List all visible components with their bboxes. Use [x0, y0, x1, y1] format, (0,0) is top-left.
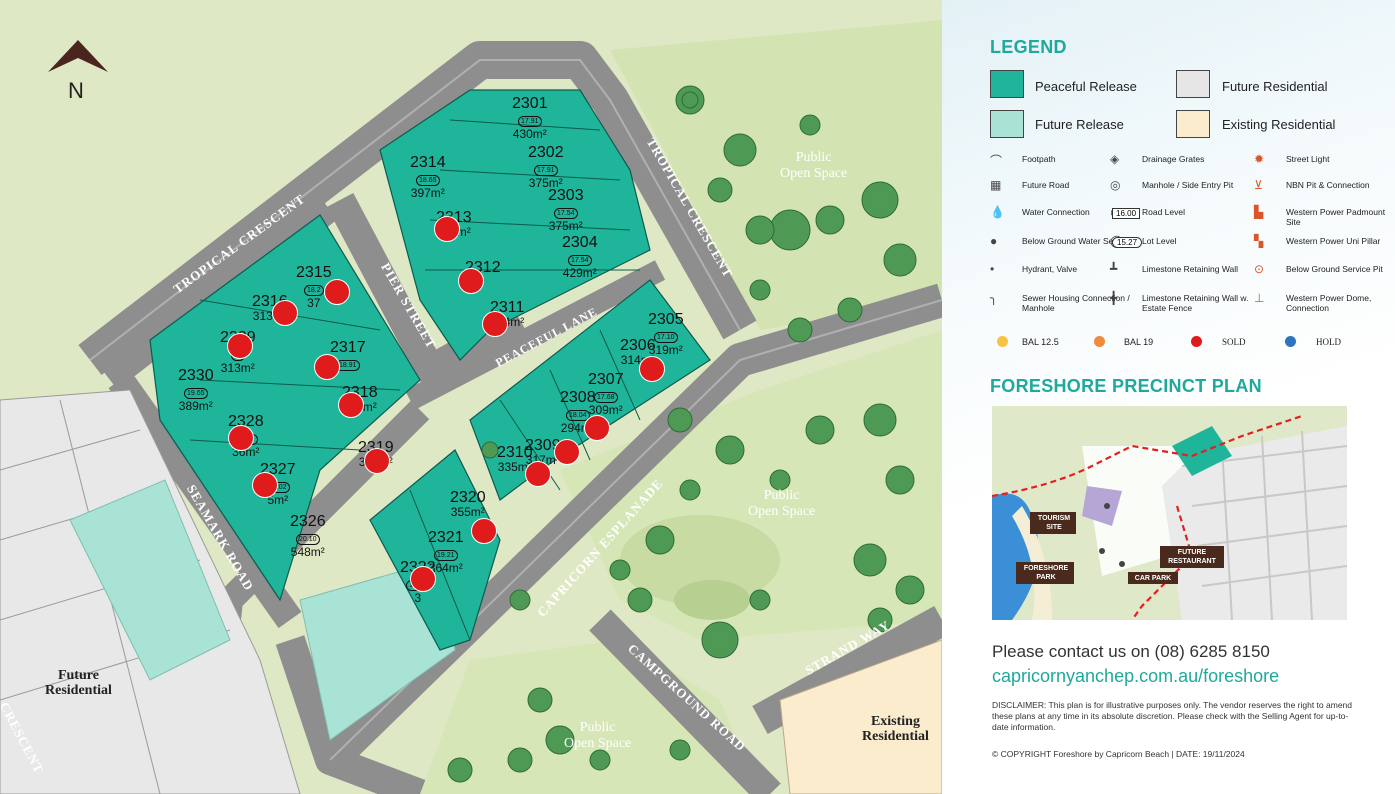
- copyright: © COPYRIGHT Foreshore by Capricorn Beach…: [992, 749, 1245, 759]
- symbol-label: Manhole / Side Entry Pit: [1142, 180, 1234, 190]
- water-connection-icon: 💧: [990, 205, 1005, 219]
- future-road-icon: ▦: [990, 178, 1002, 192]
- symbol-label: Street Light: [1286, 154, 1330, 164]
- symbol-label: Lot Level: [1142, 236, 1177, 246]
- symbol-label: NBN Pit & Connection: [1286, 180, 1370, 190]
- plan-label-car-park: CAR PARK: [1134, 575, 1172, 582]
- swatch-future-residential: [1176, 70, 1210, 98]
- symbol-label: Below Ground Water Service: [1022, 236, 1132, 246]
- hydrant-valve-icon: •: [990, 262, 995, 276]
- western-power-uni-pillar-icon: ▚: [1254, 234, 1264, 248]
- hold-label: HOLD: [1316, 337, 1341, 347]
- sewer-housing-connection-manhole-icon: ╮: [990, 291, 998, 305]
- legend-panel: LEGEND Peaceful Release Future Residenti…: [942, 0, 1395, 794]
- plan-title: FORESHORE PRECINCT PLAN: [990, 376, 1262, 396]
- symbol-label: Future Road: [1022, 180, 1070, 190]
- swatch-existing-residential: [1176, 110, 1210, 138]
- estate-map: [0, 0, 942, 794]
- drainage-grates-icon: ◈: [1110, 152, 1120, 166]
- bal-12-5-label: BAL 12.5: [1022, 337, 1059, 347]
- below-ground-water-service-icon: ●: [990, 234, 998, 248]
- contact-phone: Please contact us on (08) 6285 8150: [992, 642, 1270, 661]
- symbol-label: Hydrant, Valve: [1022, 264, 1078, 274]
- plan-label-future-restaurant: FUTURE RESTAURANT: [1168, 549, 1216, 565]
- manhole-side-entry-pit-icon: ◎: [1110, 178, 1121, 192]
- bal-19-dot: [1094, 336, 1105, 347]
- legend-title: LEGEND: [990, 37, 1067, 57]
- plan-label-foreshore-park: FORESHORE PARK: [1023, 565, 1069, 581]
- symbol-label: Water Connection: [1022, 207, 1090, 217]
- sold-label: SOLD: [1222, 337, 1246, 347]
- symbol-label: Western Power Uni Pillar: [1286, 236, 1381, 246]
- symbol-label: Sewer Housing Connection / Manhole: [1022, 293, 1130, 313]
- below-ground-service-pit-icon: ⊙: [1254, 262, 1265, 276]
- lot-level-sample: 15.27: [1112, 237, 1143, 248]
- road-level-sample: 16.00: [1112, 208, 1141, 219]
- contact-url[interactable]: capricornyanchep.com.au/foreshore: [992, 666, 1280, 686]
- sold-dot: [1191, 336, 1202, 347]
- plan-label-tourism-site: TOURISM SITE: [1037, 515, 1071, 531]
- street-light-icon: ✹: [1254, 152, 1265, 166]
- swatch-label-peaceful-release: Peaceful Release: [1035, 79, 1137, 94]
- bal-12-5-dot: [997, 336, 1008, 347]
- swatch-label-future-release: Future Release: [1035, 117, 1124, 132]
- swatch-label-future-residential: Future Residential: [1222, 79, 1328, 94]
- symbol-label: Drainage Grates: [1142, 154, 1205, 164]
- precinct-plan-map: [992, 406, 1347, 620]
- footpath-icon: ⌒: [990, 154, 1003, 168]
- nbn-pit-connection-icon: ⊻: [1254, 178, 1263, 192]
- bal-19-label: BAL 19: [1124, 337, 1154, 347]
- western-power-padmount-site-icon: ▙: [1254, 205, 1264, 219]
- limestone-retaining-wall-icon: ┻: [1110, 262, 1118, 276]
- disclaimer: DISCLAIMER: This plan is for illustrativ…: [992, 700, 1352, 732]
- symbol-label: Footpath: [1022, 154, 1056, 164]
- swatch-peaceful-release: [990, 70, 1024, 98]
- hold-dot: [1285, 336, 1296, 347]
- symbol-label: Limestone Retaining Wall w. Estate Fence: [1142, 293, 1249, 313]
- western-power-dome-connection-icon: ⊥: [1254, 291, 1265, 305]
- symbol-label: Below Ground Service Pit: [1286, 264, 1383, 274]
- swatch-label-existing-residential: Existing Residential: [1222, 117, 1336, 132]
- swatch-future-release: [990, 110, 1024, 138]
- symbol-label: Western Power Dome, Connection: [1286, 293, 1372, 313]
- symbol-label: Road Level: [1142, 207, 1186, 217]
- limestone-retaining-wall-w-estate-fence-icon: ╋: [1110, 291, 1118, 305]
- symbol-label: Western Power Padmount Site: [1286, 207, 1386, 227]
- symbol-label: Limestone Retaining Wall: [1142, 264, 1239, 274]
